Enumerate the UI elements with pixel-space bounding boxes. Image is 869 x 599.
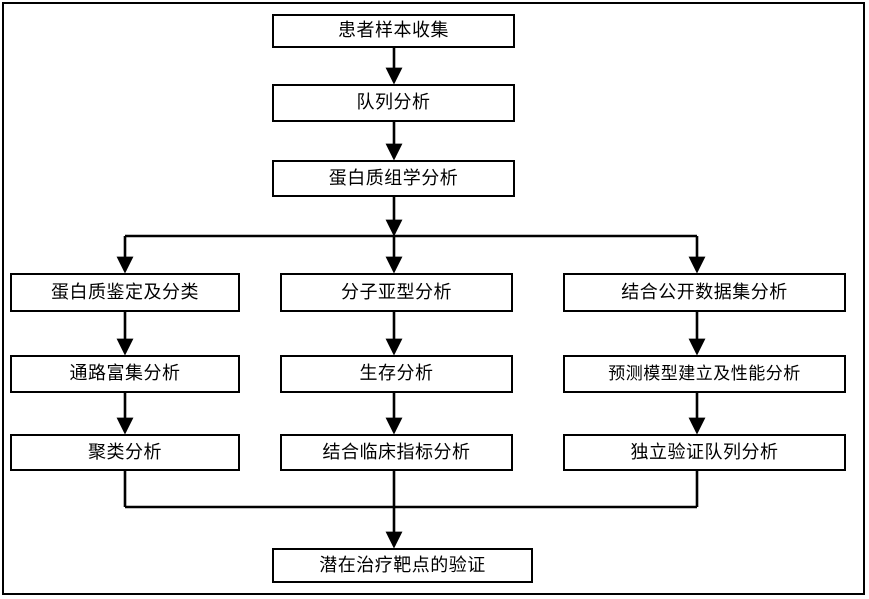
node-label: 蛋白质组学分析 (328, 167, 459, 189)
node-label: 蛋白质鉴定及分类 (51, 281, 199, 303)
node-independent-validation-cohort-analysis[interactable]: 独立验证队列分析 (563, 434, 846, 471)
node-label: 聚类分析 (88, 441, 162, 463)
node-label: 分子亚型分析 (341, 281, 452, 303)
node-molecular-subtype-analysis[interactable]: 分子亚型分析 (280, 273, 513, 312)
node-label: 通路富集分析 (69, 363, 181, 385)
node-public-dataset-analysis[interactable]: 结合公开数据集分析 (563, 273, 846, 312)
node-cohort-analysis[interactable]: 队列分析 (272, 84, 515, 122)
node-label: 结合临床指标分析 (322, 441, 471, 463)
node-proteomics-analysis[interactable]: 蛋白质组学分析 (272, 160, 515, 197)
node-label: 患者样本收集 (338, 20, 449, 42)
node-label: 结合公开数据集分析 (621, 281, 788, 303)
node-label: 独立验证队列分析 (630, 441, 779, 463)
node-label: 生存分析 (359, 363, 434, 385)
node-predictive-model-performance-analysis[interactable]: 预测模型建立及性能分析 (563, 355, 846, 393)
node-label: 预测模型建立及性能分析 (608, 363, 801, 384)
node-protein-identification-classification[interactable]: 蛋白质鉴定及分类 (10, 273, 240, 312)
node-patient-sample-collection[interactable]: 患者样本收集 (272, 14, 515, 48)
node-clustering-analysis[interactable]: 聚类分析 (10, 434, 240, 471)
node-clinical-indicator-analysis[interactable]: 结合临床指标分析 (280, 434, 513, 471)
node-label: 潜在治疗靶点的验证 (319, 554, 486, 576)
node-therapeutic-target-validation[interactable]: 潜在治疗靶点的验证 (272, 548, 533, 583)
node-survival-analysis[interactable]: 生存分析 (280, 355, 513, 393)
node-label: 队列分析 (356, 92, 431, 114)
node-pathway-enrichment-analysis[interactable]: 通路富集分析 (10, 355, 240, 393)
